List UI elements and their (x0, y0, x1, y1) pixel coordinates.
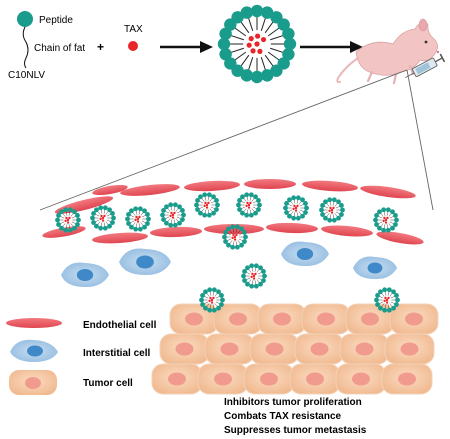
legend-tumor: Tumor cell (9, 370, 133, 395)
legend-tumor-label: Tumor cell (83, 378, 133, 389)
endothelial-cell (184, 180, 240, 192)
interstitial-cells (61, 241, 397, 288)
tumor-cell (381, 363, 433, 395)
micelle-icon (319, 197, 345, 223)
legend-endothelial-label: Endothelial cell (83, 320, 157, 331)
tumor-cell (339, 333, 390, 365)
endothelial-cell (244, 179, 296, 189)
interstitial-cell (61, 262, 109, 288)
tumor-cell (243, 363, 295, 395)
micelle-icon (160, 202, 186, 228)
legend-endothelial: Endothelial cell (6, 318, 157, 331)
circulating-micelles (55, 192, 400, 313)
endothelial-cell (204, 224, 264, 234)
interstitial-cell (353, 256, 397, 280)
tumor-cell (289, 363, 341, 395)
tumor-cell (389, 303, 439, 335)
micelle-icon (222, 224, 248, 250)
tumor-cell (345, 303, 395, 335)
interstitial-cell (119, 248, 171, 276)
mouse-icon (336, 18, 440, 85)
arrow-2 (300, 41, 363, 53)
tumor-cell (335, 363, 387, 395)
endothelial-cell (376, 231, 424, 245)
syringe-icon (405, 53, 446, 79)
assembled-micelle (217, 4, 297, 84)
tumor-cell (159, 333, 210, 365)
effect-metastasis: Suppresses tumor metastasis (224, 425, 367, 436)
micelle-icon (55, 207, 81, 233)
legend-interstitial: Interstitial cell (10, 339, 150, 362)
tumor-tissue (151, 303, 439, 395)
tumor-cell (294, 333, 345, 365)
micelle-icon (217, 4, 297, 84)
effect-resistance: Combats TAX resistance (224, 411, 342, 422)
zoom-lines (39, 69, 434, 211)
fat-chain-icon (22, 26, 29, 69)
endothelial-cell (120, 184, 180, 196)
micelle-icon (241, 263, 267, 289)
tumor-cell (257, 303, 307, 335)
effect-proliferation: Inhibitors tumor proliferation (224, 397, 362, 408)
endothelial-cell (150, 226, 202, 238)
peptide-molecule: Peptide Chain of fat C10NLV (8, 11, 85, 81)
drug-dot-icon (128, 41, 138, 51)
blood-vessel-endothelium (42, 179, 424, 245)
fat-chain-label: Chain of fat (34, 43, 85, 54)
legend: Endothelial cell Interstitial cell Tumor… (6, 318, 157, 395)
micelle-icon (283, 195, 309, 221)
micelle-icon (199, 287, 225, 313)
endothelial-cell (302, 180, 358, 192)
tumor-cell (301, 303, 351, 335)
tumor-cell (249, 333, 300, 365)
peptide-label: Peptide (39, 15, 73, 26)
micelle-icon (194, 192, 220, 218)
endothelial-cell (360, 185, 416, 199)
arrow-1 (160, 41, 213, 53)
micelle-icon (125, 206, 151, 232)
micelle-icon (374, 287, 400, 313)
endothelial-cell (266, 222, 318, 234)
tumor-cell (151, 363, 203, 395)
endothelial-cell (321, 225, 373, 237)
micelle-icon (236, 192, 262, 218)
endothelial-cell (42, 226, 86, 238)
micelle-icon (373, 207, 399, 233)
plus-sign: + (97, 40, 104, 54)
drug-tax: TAX (124, 24, 143, 51)
tumor-cell (197, 363, 249, 395)
tumor-cell (204, 333, 255, 365)
endothelial-cell (92, 232, 148, 244)
endothelial-cell (92, 184, 128, 196)
tumor-cell (384, 333, 435, 365)
legend-interstitial-label: Interstitial cell (83, 348, 150, 359)
therapeutic-effects: Inhibitors tumor proliferation Combats T… (224, 397, 367, 436)
peptide-head-icon (17, 11, 33, 27)
drug-label: TAX (124, 24, 143, 35)
molecule-label: C10NLV (8, 70, 45, 81)
micelle-icon (90, 205, 116, 231)
endothelial-cell-icon (6, 318, 62, 328)
tumor-cell (213, 303, 263, 335)
interstitial-cell (281, 241, 329, 267)
